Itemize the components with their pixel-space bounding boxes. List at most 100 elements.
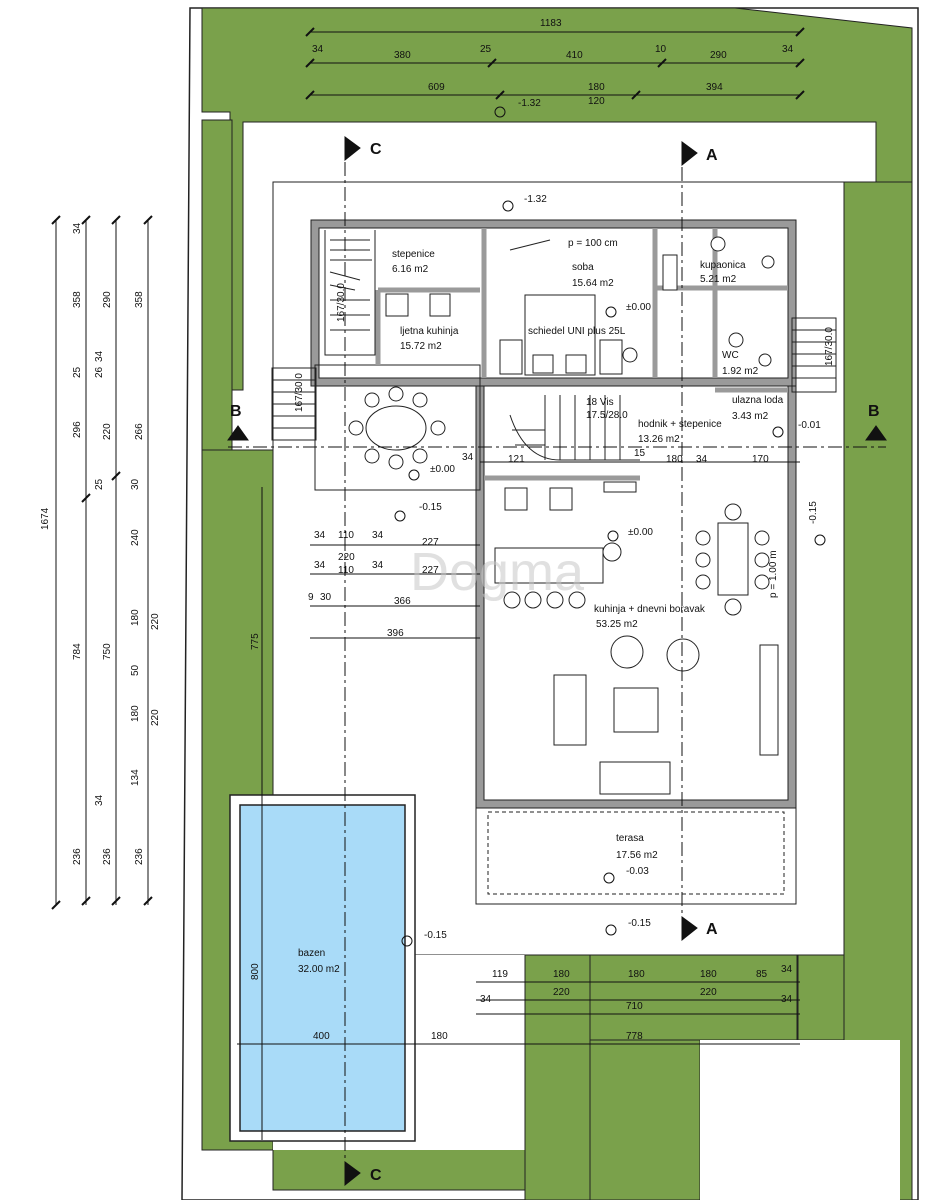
dim-inner-1a: 34 [314, 530, 326, 541]
dim-stair-6: 170 [752, 454, 769, 465]
dim-inner-3d: 227 [422, 565, 439, 576]
room-ulazna-area: 3.43 m2 [732, 411, 769, 422]
dim-stair-3: 15 [634, 448, 646, 459]
dim-top-11: 120 [588, 96, 605, 107]
room-kuhinja-area: 53.25 m2 [596, 619, 638, 630]
stair-top-note: 167/30.0 [336, 283, 347, 322]
house-walls [311, 220, 796, 808]
dim-top-6: 290 [710, 50, 727, 61]
dim-inner-4b: 30 [320, 592, 332, 603]
dim-left-b2: 25 [72, 366, 83, 378]
level-5: -0.15 [419, 502, 442, 513]
stairs-side-left [271, 367, 317, 441]
room-terasa-name: terasa [616, 833, 644, 844]
dim-top-4: 410 [566, 50, 583, 61]
dim-left-b6: 25 [94, 478, 105, 490]
dim-left-d3: 220 [150, 709, 161, 726]
stair-right-note: 167/30.0 [824, 327, 835, 366]
dim-stair-4: 180 [666, 454, 683, 465]
dim-bottom-1: 119 [492, 969, 508, 980]
terrace-outline [487, 811, 785, 895]
dim-left-c3: 240 [130, 529, 141, 546]
level-3: ±0.00 [626, 302, 651, 313]
dim-inner-1b: 110 [338, 530, 354, 541]
dim-top-total: 1183 [540, 18, 562, 29]
dim-bottom-12: 778 [626, 1031, 643, 1042]
room-bazen-area: 32.00 m2 [298, 964, 340, 975]
dim-top-8: 609 [428, 82, 445, 93]
garden-strip-left [201, 119, 233, 451]
dim-inner-4c: 366 [394, 596, 411, 607]
room-kuhinja-name: kuhinja + dnevni boravak [594, 604, 706, 615]
section-a-top: A [706, 147, 718, 164]
dim-left-c6: 180 [130, 705, 141, 722]
dim-inner-1c: 34 [372, 530, 384, 541]
stairs-hall [509, 395, 640, 461]
dim-inner-3c: 34 [372, 560, 384, 571]
dim-left-d2: 220 [150, 613, 161, 630]
dim-bottom-3: 180 [628, 969, 645, 980]
room-stepenice-name: stepenice [392, 249, 435, 260]
section-a-bottom: A [706, 921, 718, 938]
dim-left-total: 1674 [40, 507, 51, 530]
room-kupaonica-name: kupaonica [700, 260, 746, 271]
level-9: -0.03 [626, 866, 649, 877]
garden-bottom-strip [589, 1039, 701, 1200]
room-stepenice-area: 6.16 m2 [392, 264, 429, 275]
pool-water [239, 804, 406, 1132]
dim-stair-1: 34 [462, 452, 474, 463]
paving-bottom-right [700, 1040, 900, 1200]
room-kupaonica-area: 5.21 m2 [700, 274, 737, 285]
dim-left-c1: 220 [102, 423, 113, 440]
dim-left-c7: 134 [130, 769, 141, 786]
dim-left-b8: 34 [94, 794, 105, 806]
dim-top-7: 34 [782, 44, 794, 55]
section-c-top: C [370, 141, 382, 158]
garden-bottom-left-strip [524, 954, 591, 1200]
dim-left-b0: 34 [72, 222, 83, 234]
dim-left-c4: 180 [130, 609, 141, 626]
dim-left-c8: 236 [102, 848, 113, 865]
stairs-side-right [791, 317, 837, 393]
room-soba-name: soba [572, 262, 594, 273]
level-6: ±0.00 [628, 527, 653, 538]
dim-bottom-6: 34 [781, 964, 793, 975]
dim-bottom-10: 710 [626, 1001, 643, 1012]
dim-left-c5: 50 [130, 664, 141, 676]
room-hodnik-steps-note: 17.5/28.0 [586, 410, 628, 421]
room-hodnik-steps: 18 Vis [586, 397, 614, 408]
dim-inner-1d: 227 [422, 537, 439, 548]
dim-left-b3: 26 [94, 366, 105, 378]
dim-top-5: 10 [655, 44, 667, 55]
room-terasa-area: 17.56 m2 [616, 850, 658, 861]
room-wc-area: 1.92 m2 [722, 366, 759, 377]
bedroom-furniture [499, 239, 623, 376]
dim-bottom-4: 180 [700, 969, 717, 980]
dim-stair-2: 121 [508, 454, 525, 465]
room-kuhinja-note: p = 1.00 m [768, 550, 779, 598]
section-b-right: B [868, 403, 880, 420]
living-furniture [494, 481, 779, 795]
dim-left-d1: 266 [134, 423, 145, 440]
dim-left-c2: 30 [130, 478, 141, 490]
dim-top-9: 180 [588, 82, 605, 93]
level-4: ±0.00 [430, 464, 455, 475]
room-ljetna-area: 15.72 m2 [400, 341, 442, 352]
stair-left-note: 167/30.0 [294, 373, 305, 412]
dim-pool-800: 800 [250, 963, 261, 980]
room-wc-name: WC [722, 350, 739, 361]
room-hodnik-area: 13.26 m2 [638, 434, 680, 445]
dim-inner-3b: 110 [338, 565, 354, 576]
level-7: -0.01 [798, 420, 821, 431]
level-1: -1.32 [518, 98, 541, 109]
dim-bottom-11: 34 [781, 994, 793, 1005]
dim-garden-775: 775 [250, 633, 261, 650]
dim-bottom-7: 220 [553, 987, 570, 998]
watermark: Dogma [410, 542, 585, 602]
dim-left-b1: 358 [72, 291, 83, 308]
dim-top-1: 34 [312, 44, 324, 55]
dim-left-b5: 296 [72, 421, 83, 438]
section-b-left: B [230, 403, 242, 420]
dim-inner-2: 220 [338, 552, 355, 563]
room-ljetna-name: ljetna kuhinja [400, 326, 459, 337]
